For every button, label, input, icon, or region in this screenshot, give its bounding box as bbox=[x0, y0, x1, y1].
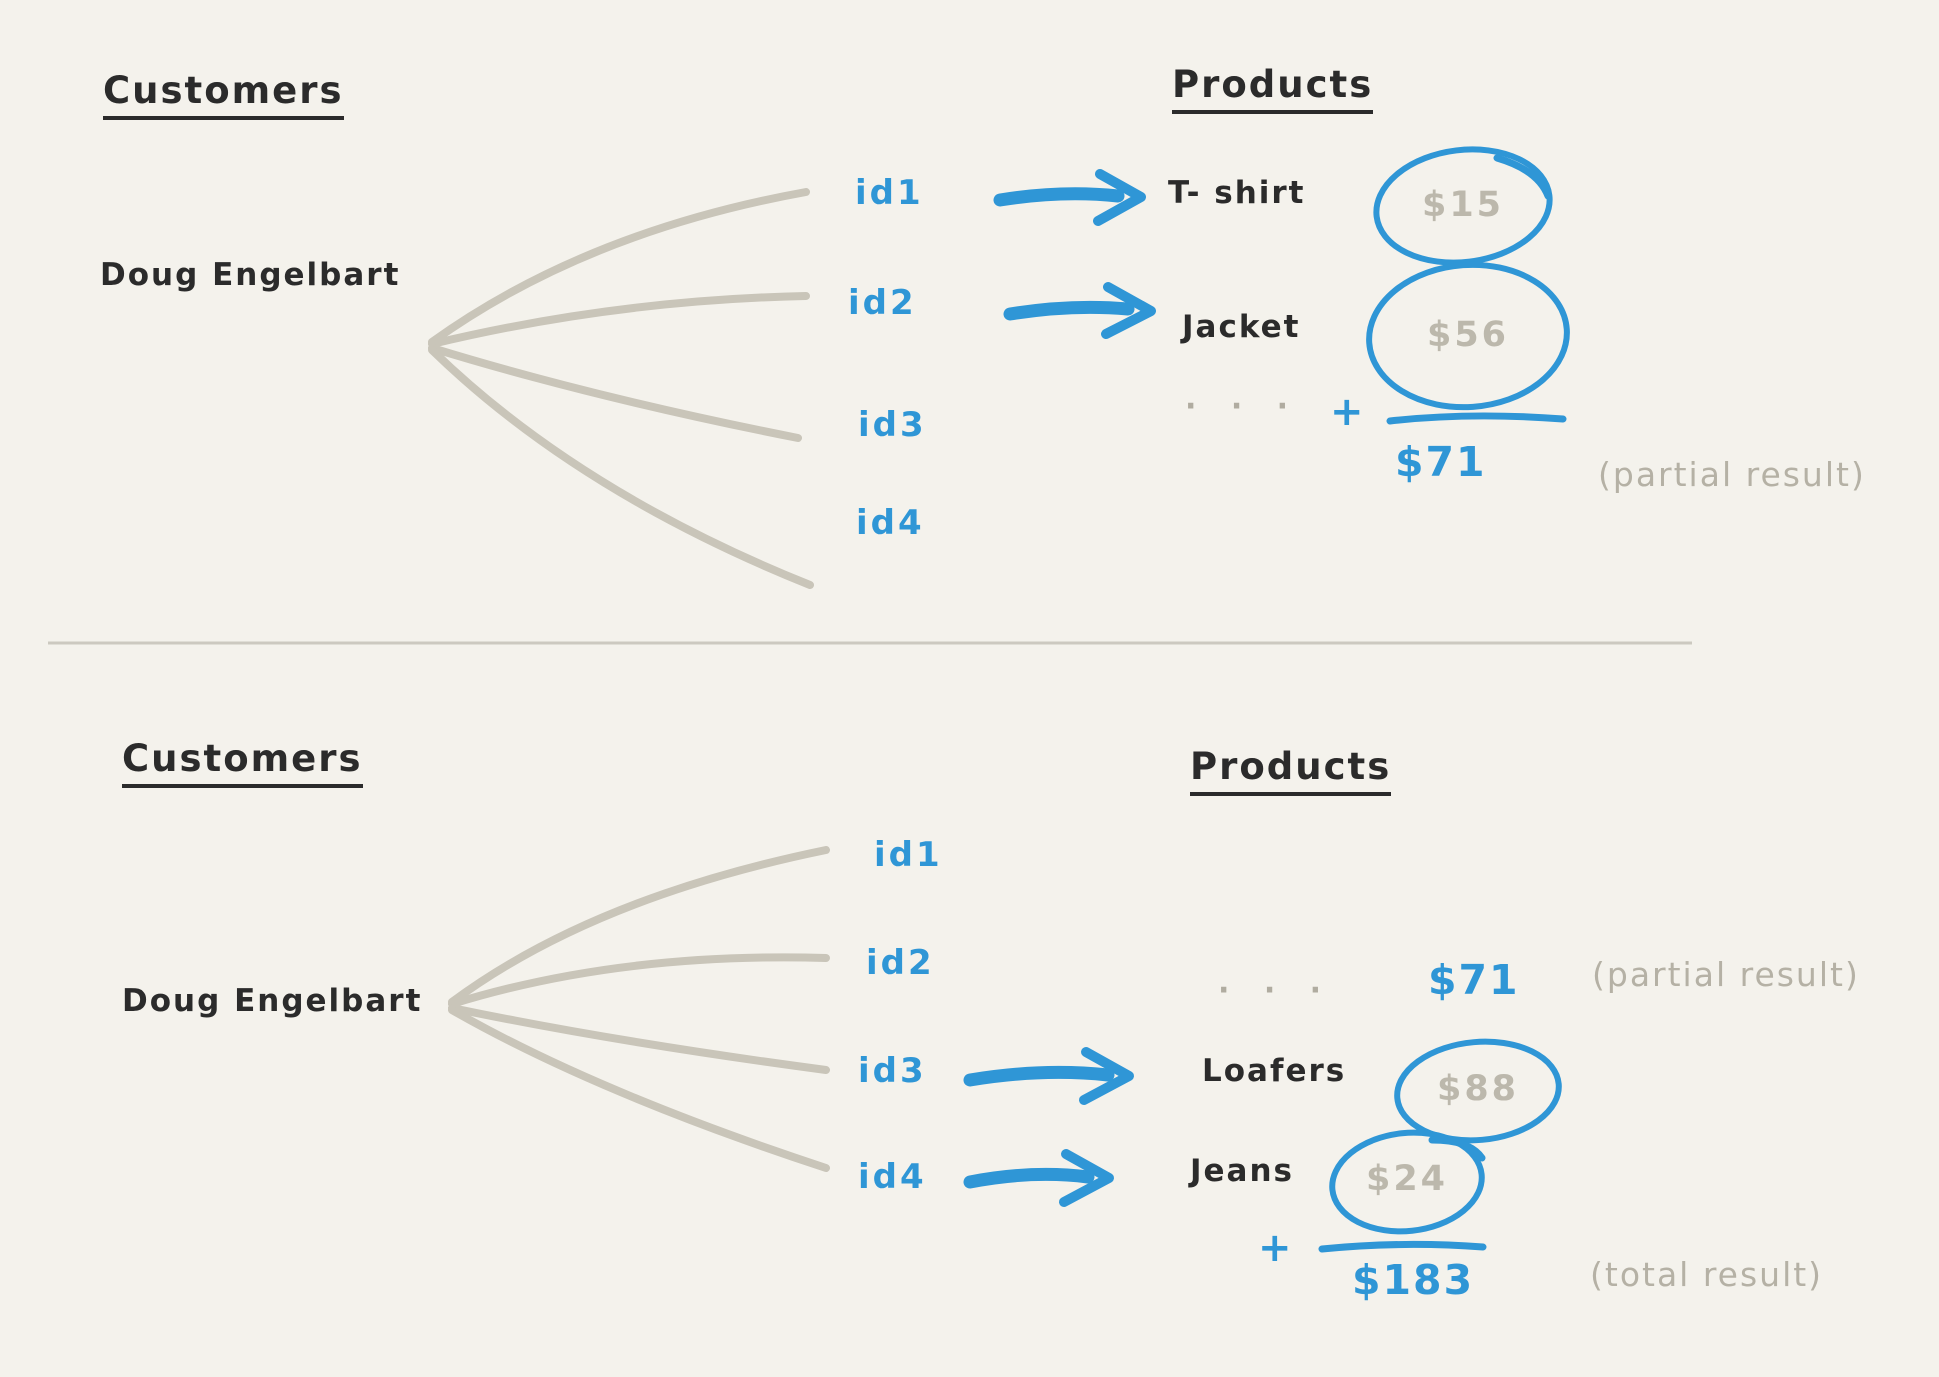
arrow-shaft-id4-jeans bbox=[963, 1167, 1095, 1189]
id2-label-top: id2 bbox=[848, 283, 917, 323]
fan-line-bottom-id3 bbox=[448, 1004, 830, 1074]
price-label-15: $15 bbox=[1421, 185, 1505, 225]
total-result-note-bottom: (total result) bbox=[1590, 1255, 1824, 1294]
customer-name-top: Doug Engelbart bbox=[100, 257, 401, 293]
arrow-head-id1-tshirt bbox=[1093, 169, 1146, 226]
partial-result-note-bottom: (partial result) bbox=[1592, 955, 1860, 994]
carry-sum-bottom: $71 bbox=[1428, 956, 1520, 1004]
price-circle-88 bbox=[1394, 1038, 1562, 1144]
arrow-shaft-id1-tshirt bbox=[993, 187, 1125, 207]
id3-label-top: id3 bbox=[858, 405, 927, 445]
sum-line-bottom bbox=[1318, 1240, 1487, 1253]
price-circle-24-overlap bbox=[1428, 1136, 1486, 1162]
customers-heading-top: Customers bbox=[103, 72, 344, 120]
plus-sign-top: + bbox=[1330, 389, 1364, 435]
price-circle-15-overlap bbox=[1493, 154, 1552, 200]
price-label-56: $56 bbox=[1426, 315, 1510, 355]
ellipsis-top: · · · bbox=[1185, 389, 1301, 424]
partial-sum-top: $71 bbox=[1395, 438, 1487, 486]
id1-label-top: id1 bbox=[855, 173, 924, 213]
fan-line-top-id3 bbox=[428, 344, 802, 442]
price-circle-24 bbox=[1329, 1129, 1485, 1235]
id4-label-top: id4 bbox=[856, 503, 925, 543]
arrow-head-id3-loafers bbox=[1079, 1047, 1134, 1105]
total-sum-bottom: $183 bbox=[1352, 1256, 1475, 1304]
sum-line-top bbox=[1386, 412, 1567, 425]
arrow-head-id2-jacket bbox=[1101, 282, 1156, 339]
ellipsis-bottom: · · · bbox=[1218, 973, 1334, 1008]
customer-name-bottom: Doug Engelbart bbox=[122, 983, 423, 1019]
fan-line-top-id4 bbox=[428, 346, 814, 589]
arrow-shaft-id3-loafers bbox=[963, 1065, 1115, 1087]
id1-label-bottom: id1 bbox=[874, 835, 943, 875]
product-label-tshirt: T- shirt bbox=[1168, 175, 1306, 211]
fan-line-top-id1 bbox=[428, 188, 810, 346]
fan-line-bottom-id1 bbox=[448, 846, 830, 1006]
price-label-24: $24 bbox=[1365, 1159, 1449, 1199]
arrow-shaft-id2-jacket bbox=[1003, 300, 1135, 321]
id3-label-bottom: id3 bbox=[858, 1051, 927, 1091]
products-heading-bottom: Products bbox=[1190, 748, 1392, 796]
arrow-head-id4-jeans bbox=[1059, 1149, 1114, 1207]
plus-sign-bottom: + bbox=[1258, 1225, 1292, 1271]
product-label-jacket: Jacket bbox=[1182, 309, 1301, 345]
id4-label-bottom: id4 bbox=[858, 1157, 927, 1197]
fan-line-bottom-id4 bbox=[448, 1006, 830, 1172]
product-label-loafers: Loafers bbox=[1202, 1053, 1347, 1089]
id2-label-bottom: id2 bbox=[866, 943, 935, 983]
product-label-jeans: Jeans bbox=[1190, 1153, 1294, 1189]
price-label-88: $88 bbox=[1436, 1069, 1520, 1109]
fan-line-bottom-id2 bbox=[448, 953, 830, 1008]
price-circle-56 bbox=[1366, 261, 1570, 411]
partial-result-note-top: (partial result) bbox=[1598, 455, 1866, 494]
customers-heading-bottom: Customers bbox=[122, 740, 363, 788]
products-heading-top: Products bbox=[1172, 66, 1374, 114]
fan-line-top-id2 bbox=[428, 292, 810, 348]
